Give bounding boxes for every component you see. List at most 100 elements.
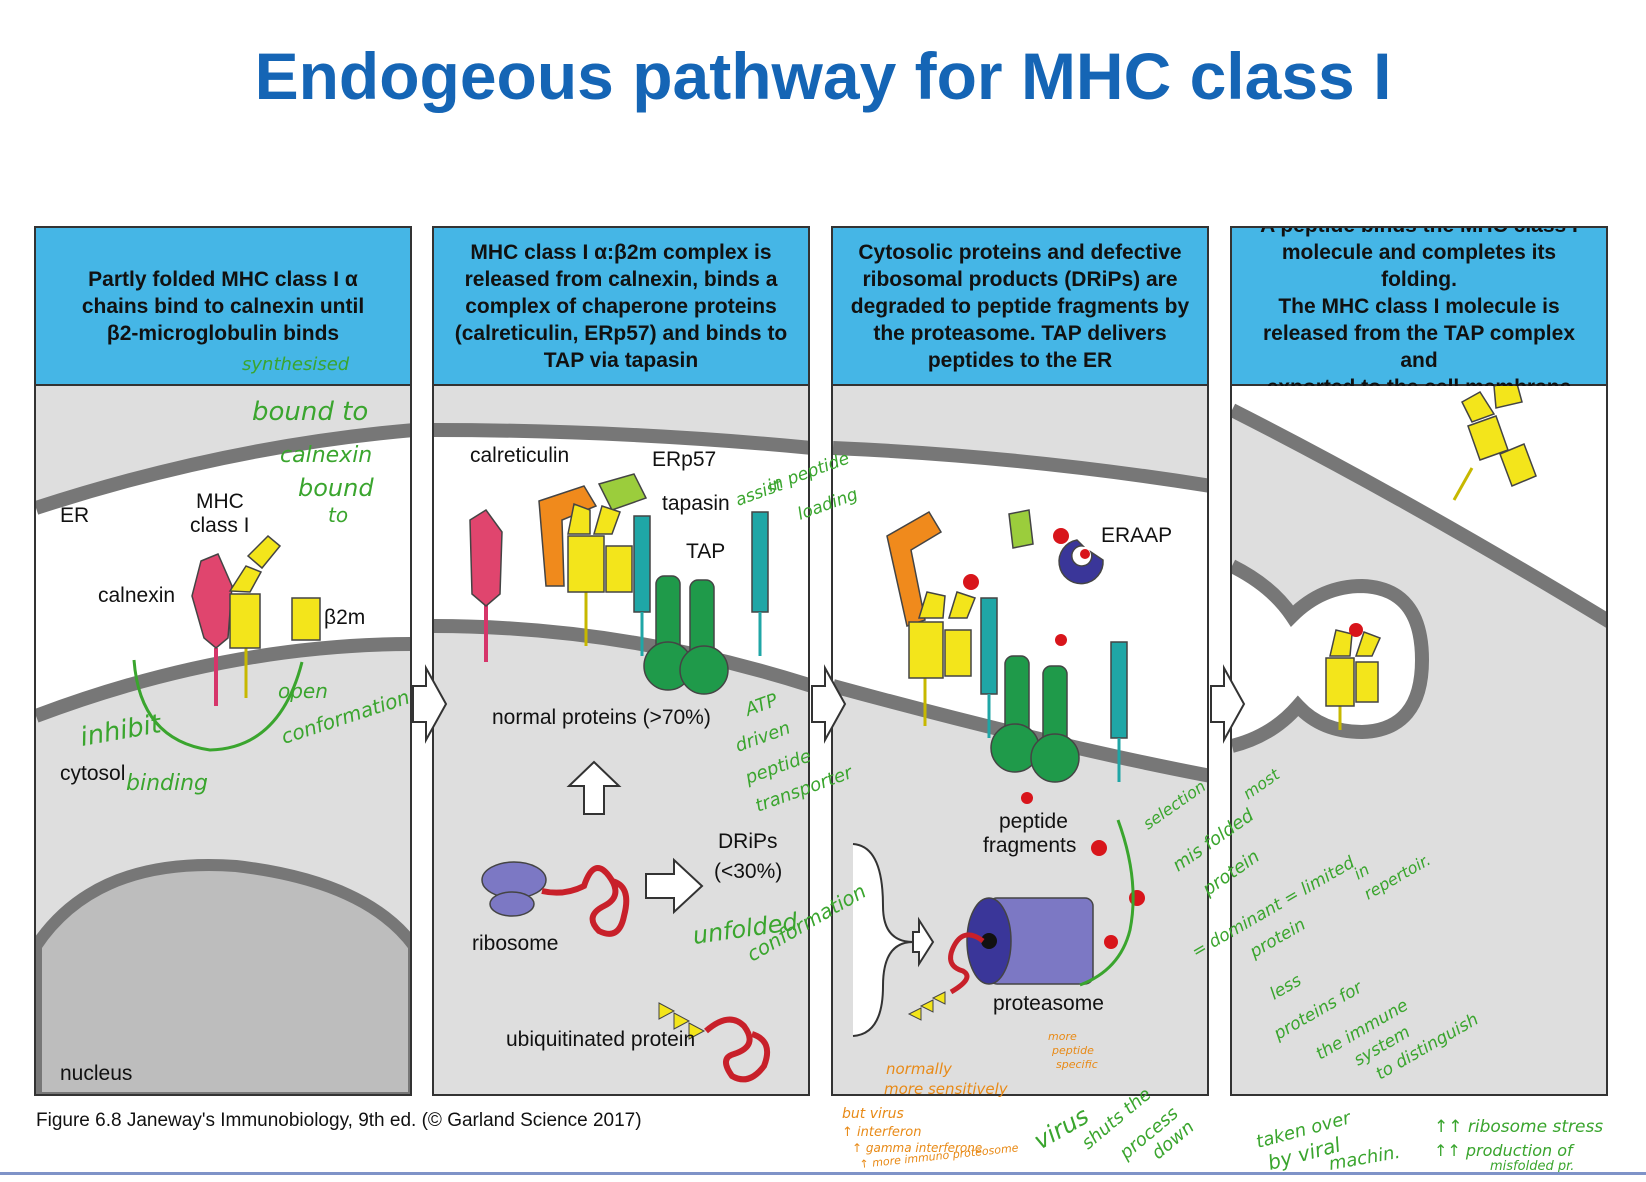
- label-calreticulin: calreticulin: [470, 444, 569, 467]
- header-line: A peptide binds the MHC class I: [1244, 228, 1594, 239]
- header-line: (calreticulin, ERp57) and binds to: [454, 321, 788, 345]
- peptide: [1053, 528, 1069, 544]
- nascent-chain: [541, 865, 630, 937]
- note-by-viral: by viral: [1265, 1132, 1343, 1175]
- label-er: ER: [60, 504, 89, 527]
- ubiquitin-2: [673, 1012, 691, 1030]
- right-arrow: [645, 857, 704, 915]
- mhc-alpha12: [228, 534, 282, 593]
- panel-1: Partly folded MHC class I α chains bind …: [34, 226, 412, 1096]
- header-line: Partly folded MHC class I α: [88, 267, 358, 291]
- ubiquitinated-chain: [704, 1016, 770, 1083]
- proteasome-pore: [981, 933, 997, 949]
- mhc-alpha3: [567, 535, 605, 593]
- mhc-alpha12: [567, 502, 621, 535]
- header-line: degraded to peptide fragments by: [850, 294, 1190, 318]
- er-membrane-top: [833, 441, 1207, 493]
- note-virus: virus: [1029, 1102, 1094, 1155]
- mhc-alpha3: [908, 621, 944, 679]
- peptide: [1349, 623, 1363, 637]
- panel-3-header: Cytosolic proteins and defective ribosom…: [833, 228, 1207, 386]
- mhc-alpha3: [1325, 657, 1355, 707]
- label-cytosol: cytosol: [60, 762, 125, 785]
- label-proteasome: proteasome: [993, 992, 1104, 1015]
- mhc-alpha12: [917, 591, 976, 619]
- panel-2: MHC class I α:β2m complex is released fr…: [432, 226, 810, 1096]
- label-b2m: β2m: [324, 606, 365, 629]
- b2m-shape: [944, 629, 972, 677]
- figure-caption: Figure 6.8 Janeway's Immunobiology, 9th …: [36, 1110, 642, 1131]
- eraap-shape: [1058, 539, 1104, 585]
- label-mhc-1: MHC: [196, 490, 244, 513]
- er-membrane-top: [434, 423, 808, 455]
- substrate-chain: [948, 932, 985, 995]
- peptide: [1080, 549, 1090, 559]
- header-line: chains bind to calnexin until: [81, 294, 365, 318]
- peptide: [1021, 792, 1033, 804]
- note-interferon: ↑ interferon: [842, 1125, 921, 1140]
- header-line: The MHC class I molecule is: [1278, 294, 1560, 318]
- nucleus-shape: [36, 859, 410, 1094]
- surface-mhc-anchor: [1452, 467, 1474, 501]
- b2m-shape: [1355, 661, 1379, 703]
- label-tapasin: tapasin: [662, 492, 730, 515]
- surface-mhc-alpha12: [1461, 386, 1523, 423]
- erp57-shape: [597, 473, 648, 511]
- note-gamma: ↑ gamma interferone: [852, 1141, 982, 1155]
- up-arrow: [566, 760, 622, 815]
- ribosome-small: [489, 891, 535, 917]
- panel-3: Cytosolic proteins and defective ribosom…: [831, 226, 1209, 1096]
- header-line: TAP via tapasin: [543, 348, 699, 372]
- header-line: molecule and completes its folding.: [1281, 240, 1557, 291]
- ubiquitin-3: [907, 1007, 922, 1021]
- panel-1-header: Partly folded MHC class I α chains bind …: [36, 228, 410, 386]
- panel-4: A peptide binds the MHC class I molecule…: [1230, 226, 1608, 1096]
- mhc-alpha12: [1329, 629, 1382, 657]
- tap-2-nbd: [679, 645, 729, 695]
- label-nucleus: nucleus: [60, 1062, 132, 1085]
- er-membrane: [1232, 559, 1430, 753]
- panel-3-diagram: ERAAP peptide fragments proteasome: [833, 441, 1207, 1037]
- calnexin-shape: [191, 553, 233, 649]
- peptide: [1091, 840, 1107, 856]
- label-peptide-fragments-1: peptide: [999, 810, 1068, 833]
- panel-1-diagram: ER MHC class I calnexin β2m cytosol nucl…: [36, 423, 410, 1094]
- label-peptide-fragments-2: fragments: [983, 834, 1076, 857]
- calnexin-shape: [469, 508, 503, 607]
- label-calnexin: calnexin: [98, 584, 175, 607]
- note-immuno: ↑ more immuno proteosome: [859, 1141, 1019, 1171]
- ubiquitin-2: [919, 999, 934, 1013]
- header-line: MHC class I α:β2m complex is: [470, 240, 772, 264]
- mhc-alpha3: [229, 593, 261, 649]
- note-production: ↑↑ production of: [1434, 1141, 1575, 1160]
- label-ribosome: ribosome: [472, 932, 558, 955]
- erp57-shape: [1008, 509, 1034, 549]
- tapasin-2-shape: [1110, 641, 1128, 739]
- panel-4-header: A peptide binds the MHC class I molecule…: [1232, 228, 1606, 399]
- tapasin-2-shape: [751, 511, 769, 613]
- peptide: [963, 574, 979, 590]
- peptide: [1055, 634, 1067, 646]
- surface-b2m: [1499, 443, 1537, 487]
- label-eraap: ERAAP: [1101, 524, 1172, 547]
- header-line: the proteasome. TAP delivers: [873, 321, 1167, 345]
- page-title: Endogeous pathway for MHC class I: [254, 39, 1392, 113]
- header-line: complex of chaperone proteins: [465, 294, 777, 318]
- label-tap: TAP: [686, 540, 725, 563]
- er-membrane-top: [36, 423, 410, 515]
- label-mhc-2: class I: [190, 514, 250, 537]
- plasma-membrane: [1232, 403, 1606, 628]
- peptide: [1104, 935, 1118, 949]
- note-ribosome-stress: ↑↑ ribosome stress: [1434, 1117, 1603, 1137]
- label-ubiquitinated: ubiquitinated protein: [506, 1028, 695, 1051]
- b2m-shape: [291, 597, 321, 641]
- header-line: peptides to the ER: [927, 348, 1113, 372]
- label-erp57: ERp57: [652, 448, 716, 471]
- label-drips-1: DRiPs: [718, 830, 778, 853]
- header-line: released from the TAP complex and: [1263, 321, 1575, 372]
- note-process: process: [1115, 1103, 1183, 1164]
- header-line: ribosomal products (DRiPs) are: [862, 267, 1178, 291]
- note-down: down: [1148, 1117, 1199, 1164]
- tap-2-nbd: [1030, 733, 1080, 783]
- tapasin-shape: [980, 597, 998, 695]
